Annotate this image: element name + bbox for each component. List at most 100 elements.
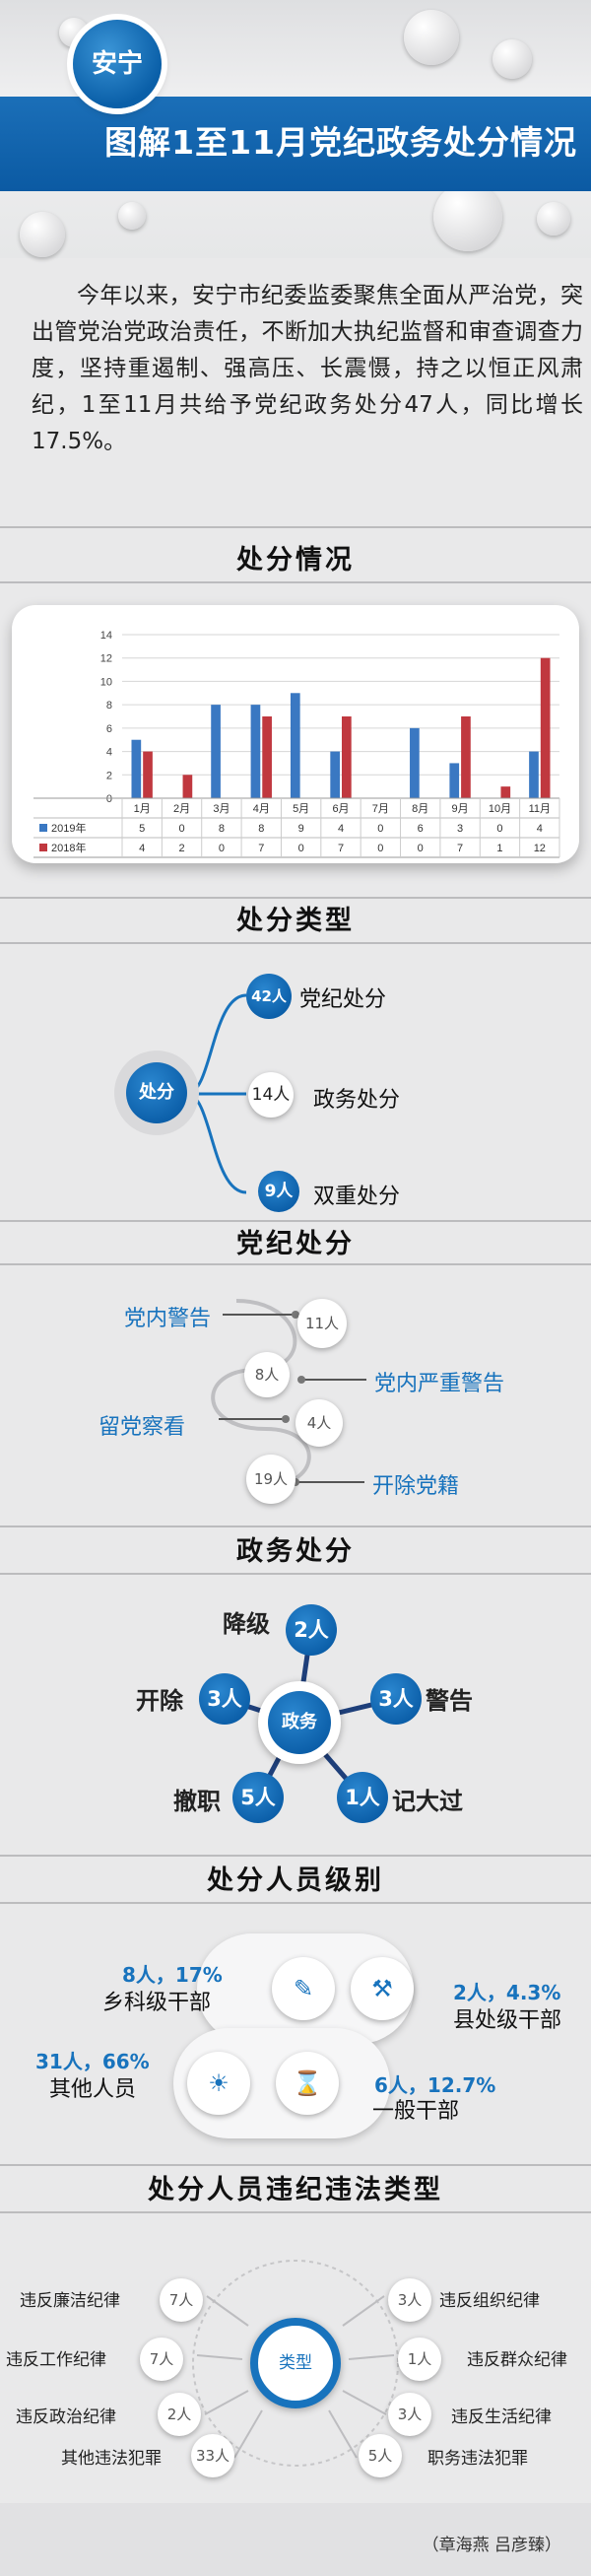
data-label: 7 — [457, 843, 463, 854]
decor-bubble — [118, 202, 146, 230]
x-tick-label: 9月 — [452, 803, 469, 815]
section-title-admin: 政务处分 — [236, 1536, 355, 1567]
violation-label: 违反生活纪律 — [451, 2407, 552, 2427]
page-title: 图解1至11月党纪政务处分情况 — [104, 123, 577, 162]
type-label: 政务处分 — [313, 1088, 401, 1113]
level-label: 县处级干部 — [453, 2008, 562, 2033]
violation-label: 职务违法犯罪 — [427, 2449, 528, 2469]
legend-swatch — [39, 824, 47, 832]
data-label: 0 — [219, 843, 225, 854]
section-title-types: 处分类型 — [236, 906, 355, 936]
admin-count: 2人 — [286, 1604, 337, 1656]
party-count: 4人 — [296, 1399, 343, 1447]
y-tick-label: 14 — [100, 630, 112, 642]
admin-count: 1人 — [337, 1772, 388, 1823]
party-label: 党内严重警告 — [374, 1372, 505, 1396]
decor-bubble — [537, 202, 570, 236]
violation-label: 违反群众纪律 — [467, 2350, 567, 2370]
violation-count: 2人 — [158, 2393, 201, 2436]
decor-bubble — [492, 39, 532, 79]
admin-count: 3人 — [199, 1673, 250, 1725]
intro-paragraph: 今年以来，安宁市纪委监委聚焦全面从严治党，突出管党治党政治责任，不断加大执纪监督… — [32, 283, 583, 454]
party-label: 开除党籍 — [372, 1474, 460, 1499]
bar — [250, 705, 261, 798]
violation-count: 3人 — [388, 2393, 431, 2436]
type-count: 42人 — [246, 974, 292, 1019]
title-bar — [0, 97, 591, 191]
level-label: 乡科级干部 — [102, 1991, 212, 2015]
divider — [0, 2211, 591, 2213]
divider — [0, 581, 591, 583]
x-tick-label: 4月 — [253, 803, 270, 815]
admin-label: 警告 — [426, 1687, 473, 1715]
x-tick-label: 10月 — [489, 803, 511, 815]
party-count: 11人 — [297, 1299, 347, 1348]
bar — [131, 739, 142, 798]
admin-label: 记大过 — [392, 1788, 463, 1815]
y-tick-label: 10 — [100, 676, 112, 688]
bar — [410, 727, 420, 798]
violation-count: 7人 — [160, 2278, 203, 2322]
bar — [500, 786, 511, 798]
hourglass-icon: ⌛ — [276, 2052, 339, 2115]
section-title-situation: 处分情况 — [236, 545, 355, 576]
admin-count: 3人 — [370, 1673, 422, 1725]
x-tick-label: 11月 — [529, 803, 551, 815]
divider — [0, 1573, 591, 1575]
type-count: 9人 — [258, 1171, 299, 1212]
bulb-icon: ☀ — [187, 2052, 250, 2115]
data-label: 8 — [258, 823, 264, 835]
section-title-violation: 处分人员违纪违法类型 — [148, 2175, 443, 2205]
x-tick-label: 8月 — [412, 803, 428, 815]
data-label: 9 — [298, 823, 304, 835]
divider — [0, 942, 591, 944]
y-tick-label: 2 — [106, 770, 112, 781]
data-label: 1 — [496, 843, 502, 854]
x-tick-label: 6月 — [332, 803, 349, 815]
credit: （章海燕 吕彦臻） — [422, 2536, 561, 2555]
violation-center: 类型 — [250, 2318, 341, 2408]
data-label: 3 — [457, 823, 463, 835]
bar — [262, 716, 272, 798]
bar — [143, 751, 153, 798]
admin-label: 撤职 — [173, 1788, 221, 1815]
data-label: 4 — [338, 823, 344, 835]
bar — [529, 751, 539, 798]
bar — [211, 705, 221, 798]
divider — [0, 1263, 591, 1265]
x-tick-label: 3月 — [213, 803, 230, 815]
data-label: 0 — [298, 843, 304, 854]
section-title-level: 处分人员级别 — [207, 1865, 384, 1896]
decor-bubble — [404, 10, 459, 65]
violation-label: 违反组织纪律 — [439, 2291, 540, 2311]
type-label: 双重处分 — [313, 1185, 401, 1209]
data-label: 7 — [258, 843, 264, 854]
level-stat: 6人，12.7% — [374, 2073, 496, 2097]
bar — [290, 693, 300, 798]
data-label: 0 — [377, 823, 383, 835]
pen-icon: ✎ — [272, 1957, 335, 2020]
level-stat: 31人，66% — [35, 2050, 150, 2073]
violation-label: 违反工作纪律 — [6, 2350, 106, 2370]
divider — [0, 1902, 591, 1904]
admin-label: 开除 — [136, 1687, 183, 1715]
violation-count: 5人 — [359, 2434, 402, 2477]
party-count: 19人 — [246, 1455, 296, 1504]
admin-label: 降级 — [223, 1610, 270, 1638]
data-label: 8 — [219, 823, 225, 835]
y-tick-label: 8 — [106, 700, 112, 712]
bar — [342, 716, 352, 798]
divider — [0, 2164, 591, 2166]
section-title-party: 党纪处分 — [236, 1229, 355, 1259]
violation-label: 其他违法犯罪 — [61, 2449, 162, 2469]
data-label: 12 — [534, 843, 546, 854]
x-tick-label: 1月 — [134, 803, 151, 815]
bar — [182, 775, 193, 798]
data-label: 4 — [139, 843, 145, 854]
decor-bubble — [20, 212, 65, 257]
data-label: 2 — [178, 843, 184, 854]
violation-count: 1人 — [398, 2338, 441, 2381]
admin-center: 政务 — [268, 1691, 331, 1754]
